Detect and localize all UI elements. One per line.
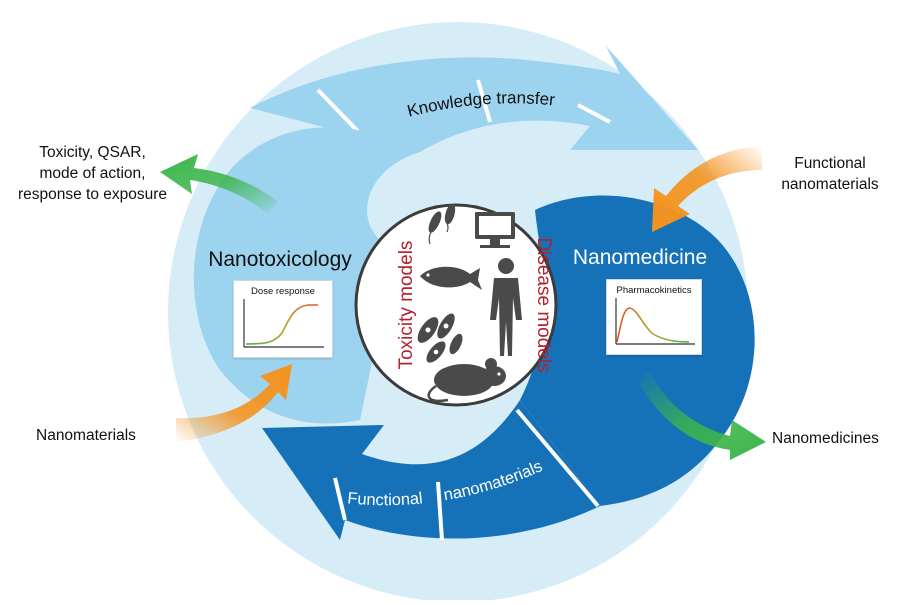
dose-response-plot (243, 299, 324, 348)
functional-input-line: nanomaterials (781, 176, 879, 193)
models-disc (354, 203, 558, 407)
band-divider (515, 408, 600, 508)
human-icon (490, 258, 522, 356)
band-divider (577, 103, 611, 124)
dose-response-chart: Dose response (233, 280, 333, 358)
fish-icon (420, 266, 482, 290)
pharmacokinetics-title: Pharmacokinetics (616, 285, 692, 296)
nanomaterials-input-label: Nanomaterials (36, 427, 136, 444)
toxicity-outputs-line: mode of action, (39, 165, 146, 182)
dose-response-title: Dose response (251, 286, 315, 297)
nanotoxicology-title: Nanotoxicology (208, 248, 352, 271)
band-divider (333, 477, 347, 521)
toxicity-outputs-label: Toxicity, QSAR, mode of action, response… (0, 142, 185, 205)
pharmacokinetics-curve (616, 307, 690, 343)
orange-arrow-functional-input (652, 146, 762, 232)
band-divider (436, 481, 444, 541)
mouse-icon (427, 358, 506, 403)
green-arrow-nanomedicines-output (638, 370, 766, 460)
disease-models-label: Disease models (533, 237, 554, 372)
orange-arrow-nanomaterials-input (176, 364, 292, 442)
microorganisms-icon (428, 203, 456, 245)
green-arrow-toxicity-output (160, 154, 278, 214)
dose-response-curve (245, 304, 318, 345)
band-divider (476, 79, 492, 123)
functional-input-line: Functional (794, 155, 866, 172)
toxicity-models-label: Toxicity models (396, 241, 417, 370)
toxicity-outputs-line: Toxicity, QSAR, (39, 144, 146, 161)
pharmacokinetics-chart: Pharmacokinetics (606, 279, 702, 355)
toxicity-outputs-line: response to exposure (17, 186, 168, 203)
knowledge-transfer-band (250, 46, 698, 152)
cells-icon (417, 313, 463, 363)
functional-nanomaterials-input-label: Functional nanomaterials (760, 153, 900, 195)
computer-icon (475, 212, 515, 248)
functional-label: Functional (347, 489, 424, 509)
nanomedicines-output-label: Nanomedicines (772, 430, 879, 447)
pharmacokinetics-plot (615, 298, 695, 345)
nanomedicine-title: Nanomedicine (573, 246, 707, 269)
functional-nanomaterials-band (262, 400, 600, 540)
